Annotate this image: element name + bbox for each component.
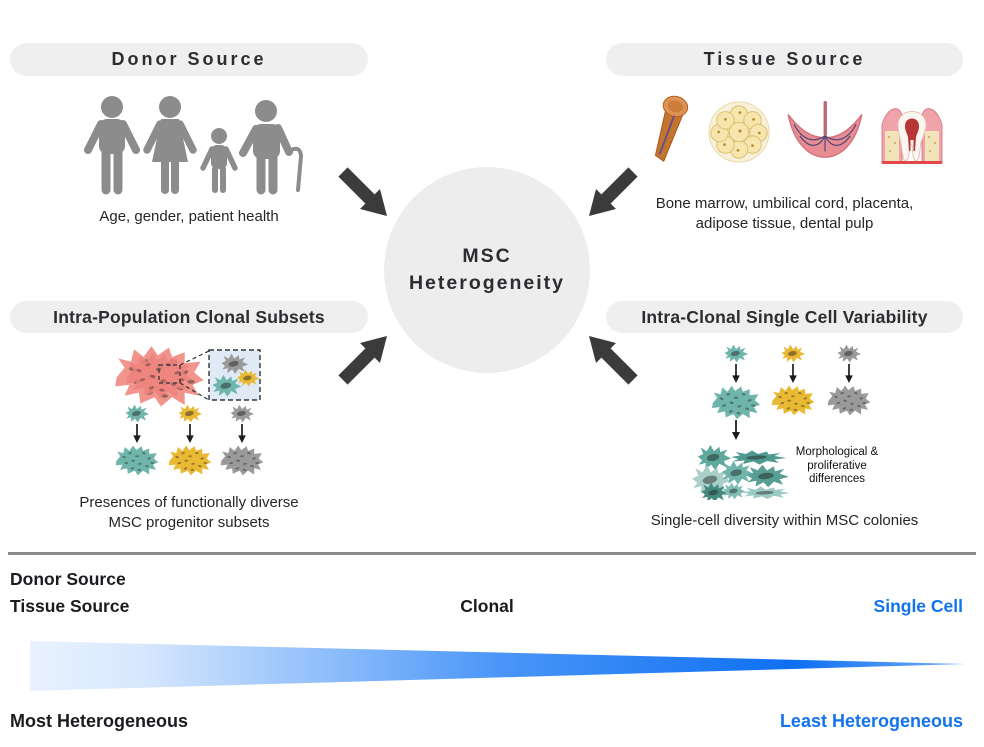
magnified-subset-box-icon: [208, 349, 261, 401]
placenta-icon: [786, 101, 863, 158]
yellow-cell-icon: [178, 404, 203, 423]
tissue-caption-line1: Bone marrow, umbilical cord, placenta,: [655, 195, 914, 212]
single-cell-variability-header: Intra-Clonal Single Cell Variability: [606, 301, 963, 333]
man-icon: [84, 96, 140, 195]
tissue-source-header: Tissue Source: [606, 43, 963, 76]
down-arrow-icon: [132, 424, 142, 443]
arrow-tissue-to-center-icon: [586, 165, 640, 219]
tissue-source-caption: Bone marrow, umbilical cord, placenta, a…: [606, 194, 963, 234]
donor-source-title: Donor Source: [111, 49, 267, 69]
teal-cell-icon: [125, 404, 150, 423]
teal-cell-icon: [724, 344, 749, 363]
down-arrow-icon: [788, 364, 798, 383]
single-cell-caption: Single-cell diversity within MSC colonie…: [650, 512, 919, 529]
heterogeneous-teal-cells-icon: [692, 444, 788, 500]
yellow-colony-icon: [771, 385, 815, 416]
clonal-subsets-caption: Presences of functionally diverse MSC pr…: [10, 493, 368, 533]
tissue-caption-line2: adipose tissue, dental pulp: [695, 215, 874, 232]
down-arrow-icon: [185, 424, 195, 443]
spectrum-label-tissue: Tissue Source: [10, 596, 130, 616]
tissue-source-title: Tissue Source: [703, 49, 866, 69]
msc-population-cluster-icon: [115, 346, 261, 407]
teal-colony-icon: [115, 445, 159, 476]
clonal-caption-line1: Presences of functionally diverse: [79, 494, 299, 511]
elderly-with-cane-icon: [239, 100, 304, 195]
single-gray-lineage: [823, 344, 875, 416]
arrow-donor-to-center-icon: [336, 165, 390, 219]
down-arrow-icon: [237, 424, 247, 443]
msc-heterogeneity-circle: MSC Heterogeneity: [384, 167, 590, 373]
down-arrow-icon: [731, 420, 741, 440]
clonal-teal-lineage: [111, 404, 163, 476]
gray-colony-icon: [220, 445, 264, 476]
donor-source-header: Donor Source: [10, 43, 368, 76]
morphology-annotation: Morphological & proliferative difference…: [795, 446, 879, 485]
child-icon: [200, 128, 238, 193]
tooth-dental-pulp-icon: [881, 108, 942, 164]
family-figures-icon: [84, 96, 304, 195]
down-arrow-icon: [844, 364, 854, 383]
adipose-tissue-icon: [707, 101, 770, 163]
bone-marrow-icon: [654, 95, 688, 163]
spectrum-label-clonal: Clonal: [460, 596, 514, 616]
most-heterogeneous-label: Most Heterogeneous: [10, 711, 189, 731]
clonal-caption-line2: MSC progenitor subsets: [108, 514, 270, 531]
teal-colony-icon: [712, 385, 760, 420]
gray-colony-icon: [827, 385, 871, 416]
yellow-cell-icon: [781, 344, 806, 363]
spectrum-label-single-cell: Single Cell: [873, 596, 963, 616]
single-teal-lineage: [710, 344, 762, 420]
center-line1: MSC: [462, 245, 512, 267]
yellow-colony-icon: [168, 445, 212, 476]
woman-icon: [143, 96, 197, 194]
gray-cell-icon: [230, 404, 255, 423]
clonal-subsets-title: Intra-Population Clonal Subsets: [53, 306, 325, 327]
tissue-icons-row: [630, 92, 963, 172]
down-arrow-icon: [731, 364, 741, 383]
arrow-clonal-to-center-icon: [336, 333, 390, 387]
clonal-yellow-lineage: [164, 404, 216, 476]
clonal-subsets-header: Intra-Population Clonal Subsets: [10, 301, 368, 333]
donor-source-caption: Age, gender, patient health: [99, 208, 279, 225]
single-yellow-lineage: [767, 344, 819, 416]
magnifier-source-box: [158, 364, 181, 384]
clonal-gray-lineage: [216, 404, 268, 476]
section-divider: [8, 552, 976, 555]
spectrum-label-donor: Donor Source: [10, 569, 126, 589]
center-line2: Heterogeneity: [408, 272, 566, 294]
least-heterogeneous-label: Least Heterogeneous: [779, 711, 963, 731]
heterogeneity-gradient-wedge: [30, 641, 965, 691]
arrow-single-cell-to-center-icon: [586, 333, 640, 387]
single-cell-variability-title: Intra-Clonal Single Cell Variability: [641, 306, 928, 327]
gray-cell-icon: [837, 344, 862, 363]
